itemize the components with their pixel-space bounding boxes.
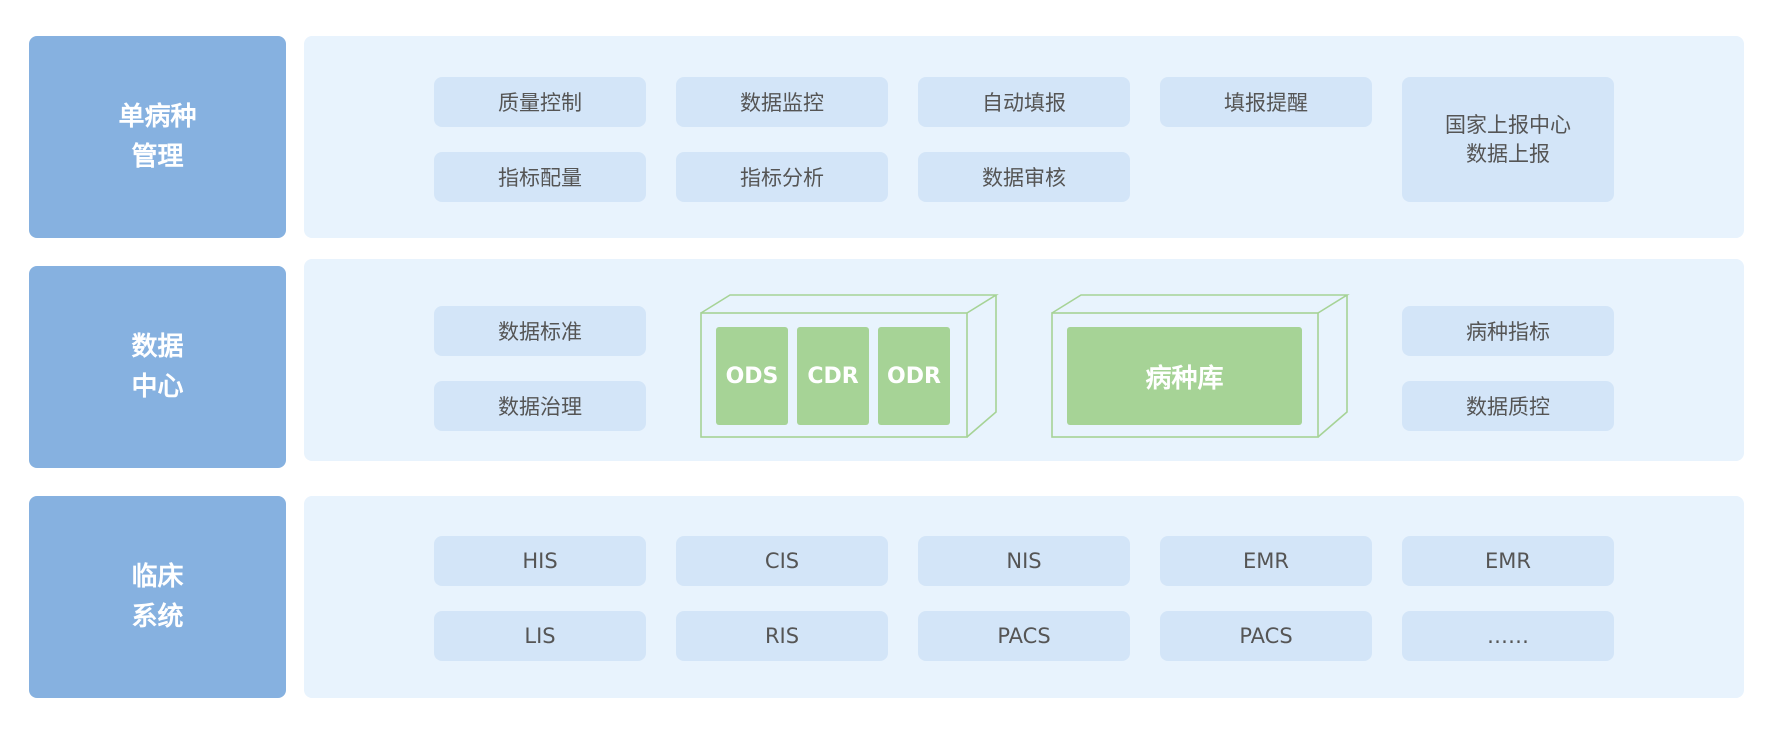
data-store-cube-outline [700,294,999,438]
management-item: 自动填报 [918,77,1130,127]
national-report-line2: 数据上报 [1466,141,1550,166]
row-label-data-center: 数据 中心 [29,266,286,468]
national-report-item: 国家上报中心 数据上报 [1402,77,1614,202]
odr-store: ODR [878,327,950,425]
disease-db-store: 病种库 [1067,327,1302,425]
clinical-item: PACS [918,611,1130,661]
disease-db-cube-outline [1051,294,1350,438]
clinical-item: EMR [1402,536,1614,586]
row-label-data-center-line1: 数据 [131,332,184,362]
management-item: 数据审核 [918,152,1130,202]
clinical-item: LIS [434,611,646,661]
management-item: 数据监控 [676,77,888,127]
management-panel: 质量控制 数据监控 自动填报 填报提醒 指标配量 指标分析 数据审核 国家上报中… [304,36,1744,238]
clinical-item: HIS [434,536,646,586]
data-center-right-item: 病种指标 [1402,306,1614,356]
data-center-left-item: 数据治理 [434,381,646,431]
management-item: 指标分析 [676,152,888,202]
row-label-management-line1: 单病种 [118,102,197,132]
management-item: 填报提醒 [1160,77,1372,127]
row-label-clinical-line1: 临床 [131,562,184,592]
row-label-management-line2: 管理 [131,142,184,172]
clinical-item: CIS [676,536,888,586]
clinical-item: RIS [676,611,888,661]
management-item: 质量控制 [434,77,646,127]
clinical-item-more: …… [1402,611,1614,661]
data-center-left-item: 数据标准 [434,306,646,356]
cdr-store: CDR [797,327,869,425]
national-report-line1: 国家上报中心 [1445,112,1571,137]
row-label-management: 单病种 管理 [29,36,286,238]
clinical-item: EMR [1160,536,1372,586]
row-label-data-center-line2: 中心 [131,372,184,402]
management-item: 指标配量 [434,152,646,202]
ods-store: ODS [716,327,788,425]
row-label-clinical-line2: 系统 [131,602,184,632]
data-center-right-item: 数据质控 [1402,381,1614,431]
row-label-clinical: 临床 系统 [29,496,286,698]
clinical-item: PACS [1160,611,1372,661]
clinical-panel: HIS CIS NIS EMR EMR LIS RIS PACS PACS …… [304,496,1744,698]
clinical-item: NIS [918,536,1130,586]
data-center-panel: 数据标准 数据治理 病种指标 数据质控 [304,259,1744,461]
